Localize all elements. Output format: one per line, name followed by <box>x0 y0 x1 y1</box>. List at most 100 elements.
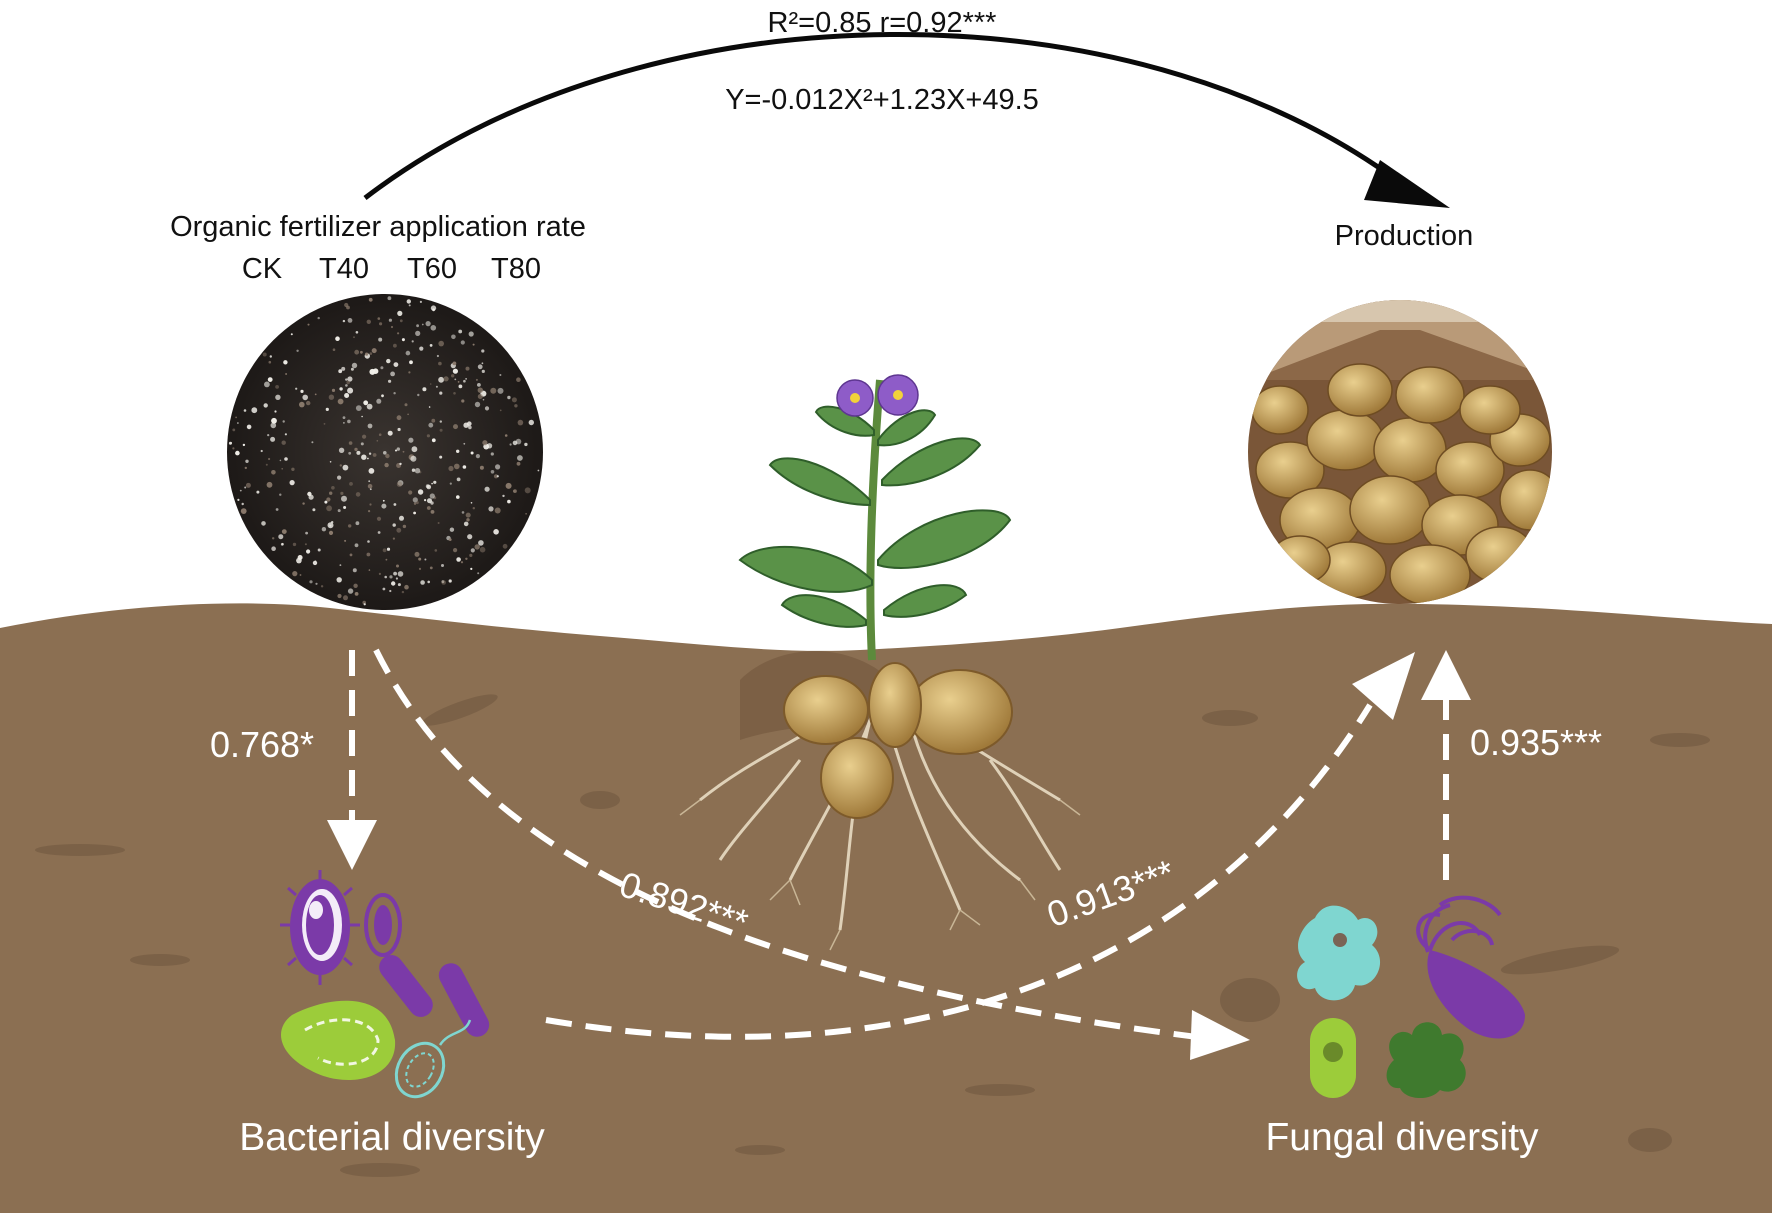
granule <box>385 558 388 561</box>
granule <box>396 481 403 487</box>
granule <box>275 394 281 400</box>
granule <box>314 393 317 396</box>
granule <box>279 459 282 462</box>
granule <box>326 505 332 512</box>
granule <box>439 420 442 423</box>
granule <box>426 434 430 438</box>
granule <box>331 388 336 392</box>
granule <box>271 417 277 424</box>
granule <box>388 318 392 322</box>
granule <box>368 468 375 474</box>
granule <box>342 464 349 471</box>
granule <box>320 585 324 588</box>
granule <box>411 340 414 343</box>
granule <box>419 300 422 303</box>
granule <box>517 455 523 461</box>
granule <box>328 394 335 400</box>
granule <box>439 391 443 395</box>
production-label: Production <box>1335 220 1474 252</box>
granule <box>516 461 521 466</box>
granule <box>351 362 358 369</box>
granule <box>381 503 387 509</box>
granule <box>274 410 277 413</box>
granule <box>431 438 436 443</box>
granule <box>495 464 501 470</box>
potato <box>1465 526 1535 584</box>
granule <box>344 393 350 398</box>
granule <box>281 529 287 534</box>
granule <box>349 482 353 486</box>
granule <box>405 350 411 356</box>
granule <box>307 323 310 326</box>
granule <box>408 371 411 374</box>
granule <box>438 376 444 383</box>
granule <box>456 449 460 453</box>
granule <box>306 400 311 406</box>
granule <box>354 349 360 355</box>
granule <box>317 548 321 552</box>
treatment-ck: CK <box>242 253 283 285</box>
granule <box>462 465 467 469</box>
granule <box>382 587 386 591</box>
granule <box>384 575 388 579</box>
granule <box>256 490 260 494</box>
granule <box>418 557 422 561</box>
granule <box>452 361 457 366</box>
granule <box>463 442 466 445</box>
granule <box>470 567 473 571</box>
granule <box>470 548 475 553</box>
potato-plant-icon <box>679 374 1081 951</box>
granule <box>323 423 326 425</box>
granule <box>477 572 480 575</box>
granule <box>382 548 387 553</box>
granule <box>414 468 421 474</box>
fertilizer-to-fungi-arrow <box>373 648 1206 1041</box>
granule <box>243 409 247 412</box>
granule <box>306 549 311 554</box>
granule <box>361 454 367 460</box>
granule <box>456 477 461 482</box>
granule <box>315 582 318 585</box>
granule <box>360 350 363 354</box>
granule <box>240 508 247 514</box>
granule <box>488 506 494 512</box>
granule <box>260 449 263 453</box>
granule <box>461 511 465 514</box>
granule <box>470 451 474 455</box>
granule <box>278 534 284 540</box>
granule <box>453 548 458 553</box>
granule <box>321 527 327 532</box>
granule <box>417 393 420 397</box>
granule <box>379 322 383 326</box>
granule <box>304 543 307 546</box>
granule <box>366 319 371 324</box>
granule <box>299 401 305 408</box>
granule <box>477 383 481 387</box>
granule <box>347 419 351 424</box>
granule <box>292 571 298 577</box>
granule <box>296 557 302 564</box>
granule <box>342 319 346 323</box>
granule <box>378 433 382 437</box>
arrowhead-icon <box>1364 160 1450 208</box>
granule <box>396 527 402 533</box>
granule <box>430 325 437 331</box>
granule <box>415 330 421 336</box>
granule <box>504 434 508 437</box>
granule <box>433 480 437 484</box>
granule <box>378 337 383 342</box>
granule <box>490 452 494 456</box>
granule <box>366 552 371 557</box>
granule <box>342 416 346 419</box>
granule <box>467 534 473 540</box>
granule <box>377 531 381 534</box>
granule <box>397 310 403 316</box>
arrowhead-icon <box>1352 652 1415 720</box>
granule <box>397 427 401 432</box>
granule <box>343 595 348 601</box>
granule <box>481 369 485 373</box>
granule <box>408 304 411 307</box>
granule <box>384 462 389 468</box>
potato <box>1499 469 1552 531</box>
granule <box>272 537 275 540</box>
